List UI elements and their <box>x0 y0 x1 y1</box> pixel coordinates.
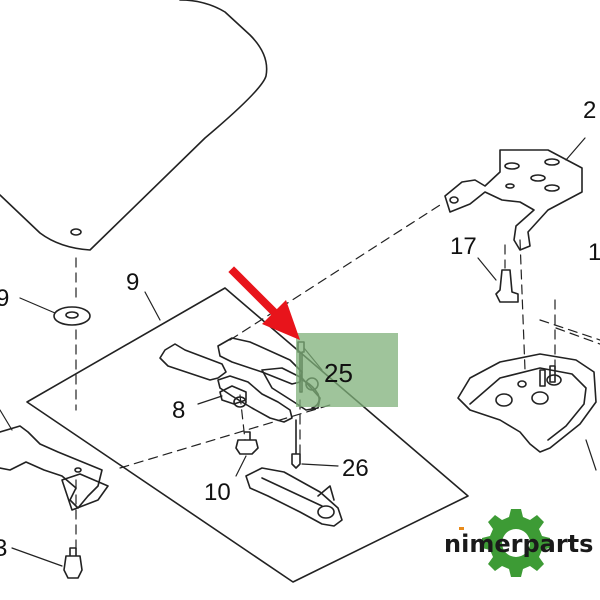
seat-pan-hole <box>70 228 82 236</box>
watermark-brand: nimerparts <box>444 530 593 558</box>
callout-part-3: 3 <box>0 535 7 562</box>
latch-bar-inner <box>261 477 323 507</box>
screw-part-26 <box>291 419 301 469</box>
watermark-brand-n: n <box>444 530 461 558</box>
hinge-clip-lower-left <box>217 375 293 423</box>
hinge-clip-upper-left <box>159 343 227 381</box>
base-plate-outline <box>26 287 469 583</box>
bolt-part-17 <box>495 269 519 303</box>
pin-part-8 <box>219 385 247 405</box>
hinge-pivot-hole <box>233 396 247 408</box>
gear-icon <box>482 509 550 577</box>
hinge-clip-lower-right <box>261 367 321 411</box>
latch-bar-hole <box>317 505 335 519</box>
bolt-part-3 <box>63 547 83 579</box>
callout-part-1: 1 <box>588 239 600 266</box>
leader-part-3 <box>11 547 63 567</box>
leader-part-2 <box>565 137 586 161</box>
callout-part-25: 25 <box>324 358 353 388</box>
latch-bar <box>245 467 343 527</box>
hinge-bracket-part-2 <box>444 149 583 251</box>
red-arrow-indicator <box>228 266 300 340</box>
washer-hole <box>65 311 79 319</box>
mount-plate-stud-1 <box>539 369 546 387</box>
washer-part <box>53 306 91 326</box>
mount-plate-rim <box>469 367 587 441</box>
seat-pan-outline <box>0 0 268 251</box>
hinge-clip-upper-right <box>217 337 303 385</box>
leader-part-9-left <box>19 297 56 314</box>
hinge-bracket-slots <box>449 158 560 204</box>
leader-part-1-left <box>0 409 13 431</box>
leader-part-8 <box>197 395 223 405</box>
leader-part-26 <box>301 463 339 467</box>
mount-plate-holes <box>495 374 562 407</box>
leader-part-9 <box>144 291 161 321</box>
watermark-accent-mark <box>459 527 464 530</box>
bolt-part-10 <box>235 431 259 455</box>
left-bracket <box>0 425 103 509</box>
left-bracket-tab <box>61 473 109 511</box>
callout-part-17: 17 <box>450 233 477 260</box>
mount-plate-part-1 <box>457 353 597 453</box>
watermark-logo: nimerparts <box>444 509 593 577</box>
assembly-dashed-lines <box>75 204 600 551</box>
left-bracket-hole <box>74 467 82 473</box>
callout-part-8: 8 <box>172 397 185 424</box>
leader-part-10 <box>235 455 247 477</box>
mount-plate-corner <box>555 327 600 345</box>
callout-part-9: 9 <box>126 269 139 296</box>
callout-part-26: 26 <box>342 455 369 482</box>
callout-part-9-left: 9 <box>0 285 9 312</box>
leader-part-17 <box>477 257 497 281</box>
watermark-brand-rest: imerparts <box>461 530 593 558</box>
callout-part-2: 2 <box>583 97 596 124</box>
leader-part-1 <box>585 439 597 471</box>
part-25-highlight <box>296 333 398 407</box>
callout-part-10: 10 <box>204 479 231 506</box>
latch-bar-tab <box>317 485 335 501</box>
mount-plate-stud-2 <box>549 365 556 383</box>
